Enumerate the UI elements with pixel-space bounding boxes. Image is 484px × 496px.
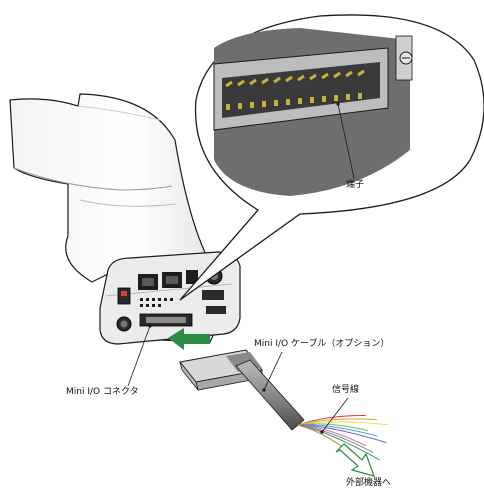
pin-row-bottom (226, 93, 362, 110)
connector-label: Mini I/O コネクタ (66, 387, 139, 397)
cable-leader (263, 351, 283, 391)
external-label: 外部機器へ (346, 478, 392, 488)
insert-arrow (168, 328, 210, 350)
terminal-label: 端子 (346, 180, 365, 190)
connector-leader (127, 325, 151, 387)
signal-wires (297, 414, 388, 461)
signal-line-label: 信号線 (332, 385, 360, 395)
status-dots (140, 298, 173, 307)
terminal-leader (337, 103, 355, 179)
usb-port (186, 270, 198, 284)
cable-label: Mini I/O ケーブル（オプション） (254, 339, 390, 349)
mini-io-cable (235, 359, 305, 431)
external-arrow (335, 443, 375, 477)
signal-line-leader (321, 397, 349, 433)
zoomed-connector (213, 28, 413, 196)
pin-row-top (225, 69, 365, 88)
